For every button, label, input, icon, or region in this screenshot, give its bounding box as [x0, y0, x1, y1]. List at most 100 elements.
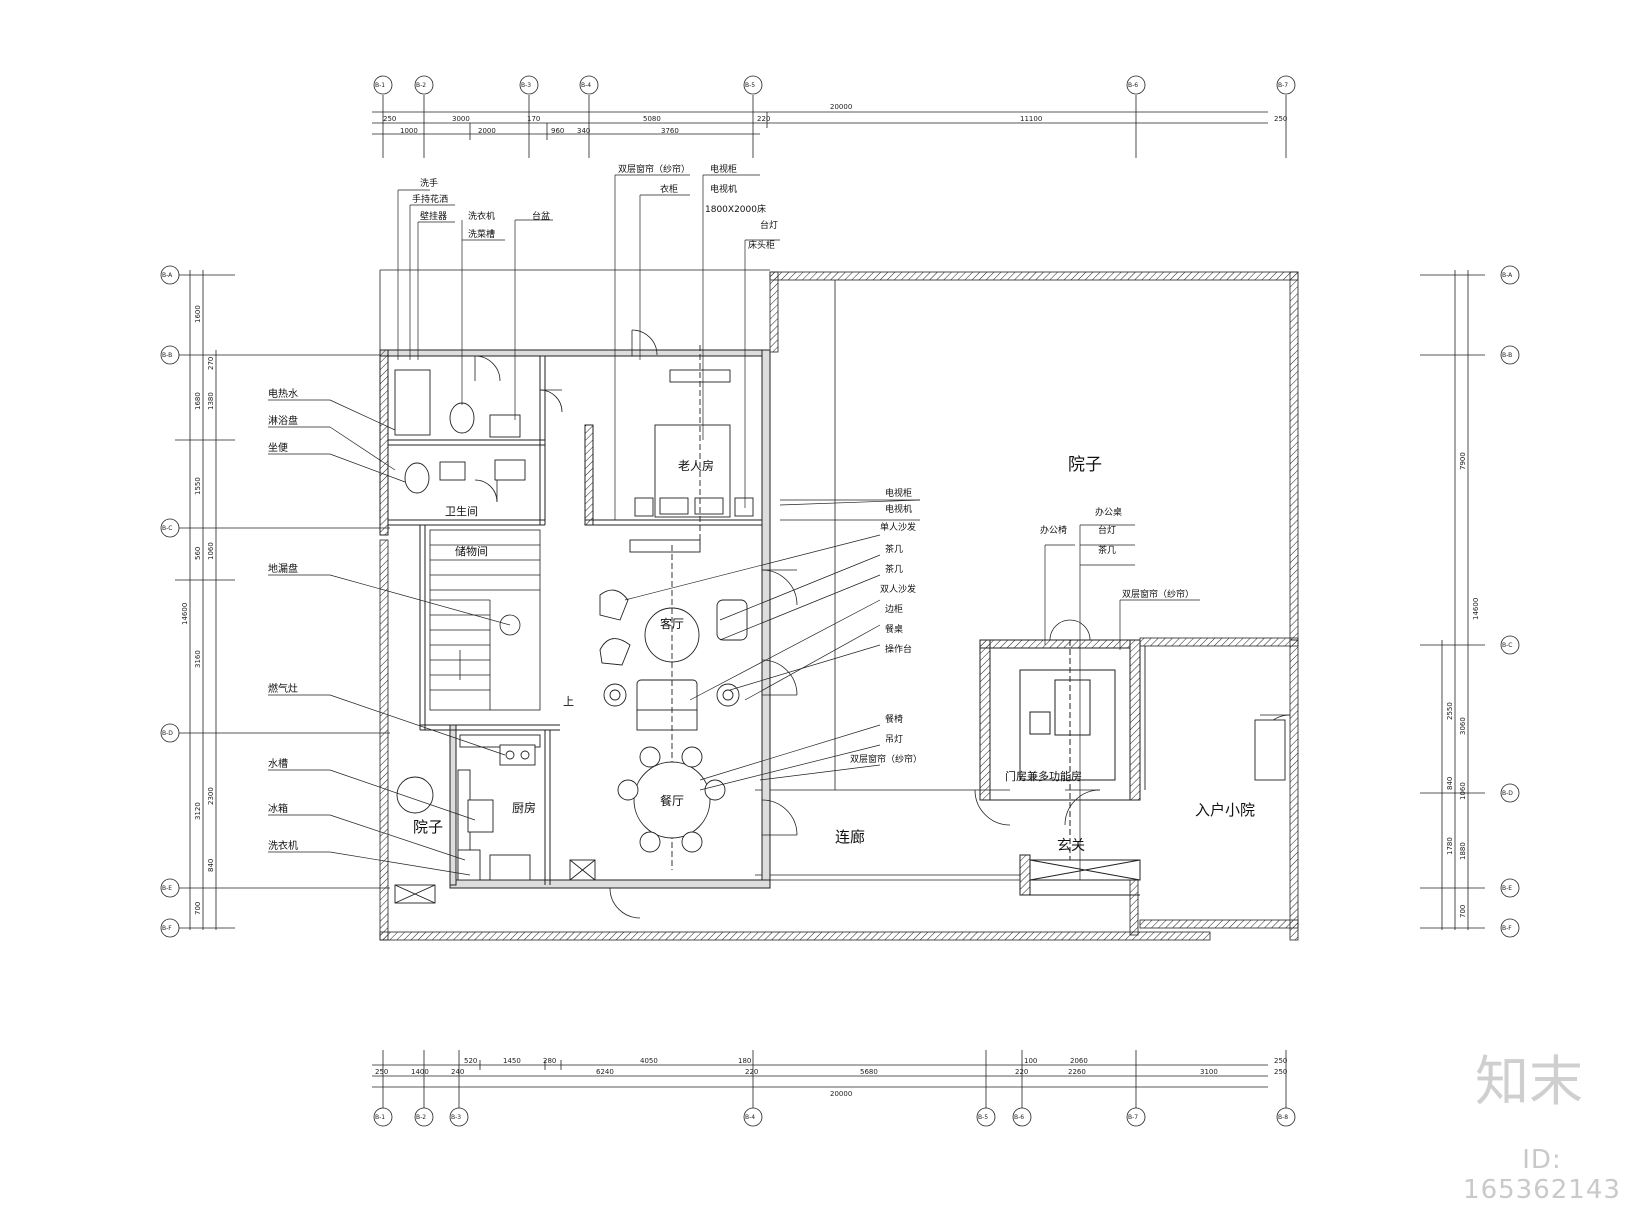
axis-bot-5: B-5: [978, 1114, 988, 1121]
dim-right-1: 7900: [1459, 452, 1467, 470]
axis-right-6: B-F: [1502, 925, 1512, 932]
callout-mid-2: 电视机: [885, 503, 912, 515]
dim-bot-r1-2: 1450: [503, 1057, 521, 1065]
axis-top-3: B-3: [521, 82, 531, 89]
axis-bot-8: B-8: [1278, 1114, 1288, 1121]
callout-mid-6: 双人沙发: [880, 583, 916, 595]
room-kitchen: 厨房: [512, 800, 536, 815]
callout-left-1: 电热水: [268, 387, 298, 400]
callout-left-8: 洗衣机: [268, 839, 298, 852]
dim-bot-r1-3: 280: [543, 1057, 556, 1065]
dim-top-5: 220: [757, 115, 770, 123]
callout-left-6: 水槽: [268, 757, 288, 770]
axis-bot-2: B-2: [416, 1114, 426, 1121]
dim-left-7: 700: [194, 902, 202, 915]
callout-multi-3: 台灯: [1098, 524, 1116, 536]
dim-left-in-1: 270: [207, 357, 215, 370]
dim-bot-r2-3: 240: [451, 1068, 464, 1076]
stair-up-label: 上: [563, 695, 574, 708]
corridor-lines: [1139, 646, 1286, 790]
dim-left-total: 14600: [181, 603, 189, 625]
axis-left: B-A B-B B-C B-D B-E B-F: [160, 265, 180, 938]
dim-top-4: 5080: [643, 115, 661, 123]
dim-left-in-3: 1060: [207, 542, 215, 560]
callout-multi-5: 双层窗帘（纱帘）: [1122, 588, 1194, 600]
dimension-bottom: [372, 1050, 1287, 1108]
dim-bot-r2-1: 250: [375, 1068, 388, 1076]
dim-top-r2-5: 3760: [661, 127, 679, 135]
callout-left-7: 冰箱: [268, 802, 288, 815]
callouts-multi: 办公桌 办公椅 台灯 茶几 双层窗帘（纱帘）: [1040, 506, 1194, 600]
site-boundary: [379, 269, 1020, 881]
floor-plan: 20000 250 3000 170 5080 220 11100 250 10…: [160, 75, 1520, 1127]
dim-left-6: 3120: [194, 802, 202, 820]
room-yard-small: 院子: [413, 818, 443, 836]
axis-left-4: B-D: [162, 730, 173, 737]
watermark-logo-text: 知末: [1475, 1050, 1583, 1113]
dim-bot-r2-6: 5680: [860, 1068, 878, 1076]
callout-top-3: 壁挂器: [420, 210, 447, 222]
bath-fixtures: [394, 369, 526, 494]
axis-left-2: B-B: [162, 352, 172, 359]
dim-top-3: 170: [527, 115, 540, 123]
callouts-top: 洗手 手持花洒 壁挂器 洗衣机 洗菜槽 台盆 双层窗帘（纱帘） 衣柜 电视柜 电…: [412, 163, 778, 251]
dim-bot-total: 20000: [830, 1090, 852, 1098]
callout-left-5: 燃气灶: [268, 682, 298, 695]
room-corridor: 连廊: [835, 828, 865, 846]
axis-bot-6: B-6: [1014, 1114, 1024, 1121]
callout-top-2: 手持花洒: [412, 193, 448, 205]
callout-top-10: 电视机: [710, 183, 737, 195]
dim-bot-r1-6: 100: [1024, 1057, 1037, 1065]
leader-lines: [268, 174, 1200, 880]
dim-top-r2-1: 1000: [400, 127, 418, 135]
dim-top-6: 11100: [1020, 115, 1042, 123]
axis-left-1: B-A: [162, 272, 173, 279]
dim-left-2: 1680: [194, 392, 202, 410]
callout-mid-9: 操作台: [885, 643, 912, 655]
dim-top-7: 250: [1274, 115, 1287, 123]
room-entry-yard: 入户小院: [1195, 801, 1255, 819]
dimension-right: [1420, 270, 1485, 930]
callout-top-12: 台灯: [760, 219, 778, 231]
callout-mid-12: 双层窗帘（纱帘）: [850, 753, 922, 765]
dim-bot-r1-7: 2060: [1070, 1057, 1088, 1065]
axis-right-3: B-C: [1502, 642, 1512, 649]
axis-right-1: B-A: [1502, 272, 1513, 279]
dim-right-in-2: 840: [1446, 777, 1454, 790]
callout-mid-11: 吊灯: [885, 734, 903, 745]
room-labels: 院子 院子 入户小院 连廊 玄关 老人房 厨房 餐厅 客厅 储物间 卫生间 门房…: [413, 455, 1255, 854]
callout-top-4: 洗衣机: [468, 210, 495, 222]
dimension-left: [175, 270, 390, 930]
callout-mid-8: 餐桌: [885, 623, 903, 635]
callout-multi-2: 办公椅: [1040, 524, 1067, 536]
callout-top-8: 衣柜: [660, 183, 678, 195]
dim-bot-r2-7: 220: [1015, 1068, 1028, 1076]
axis-bot-7: B-7: [1128, 1114, 1138, 1121]
room-foyer: 玄关: [1057, 837, 1085, 854]
dim-left-5: 3160: [194, 650, 202, 668]
callout-multi-4: 茶几: [1098, 544, 1116, 556]
room-multi: 门房兼多功能房: [1005, 769, 1082, 783]
room-dining: 餐厅: [660, 793, 684, 808]
dim-top-r2-2: 2000: [478, 127, 496, 135]
callout-left-4: 地漏盘: [268, 562, 298, 575]
axis-bot-4: B-4: [745, 1114, 755, 1121]
callouts-left: 电热水 淋浴盘 坐便 地漏盘 燃气灶 水槽 冰箱 洗衣机: [268, 387, 298, 852]
dim-top-r2-4: 340: [577, 127, 590, 135]
axis-left-6: B-F: [162, 925, 172, 932]
callout-top-13: 床头柜: [748, 239, 775, 251]
living-furniture: [599, 545, 748, 870]
house-walls: [379, 349, 771, 889]
dim-bot-r1-5: 180: [738, 1057, 751, 1065]
callout-top-11: 1800X2000床: [705, 203, 766, 215]
axis-right-2: B-B: [1502, 352, 1512, 359]
callout-mid-7: 边柜: [885, 603, 903, 615]
dim-top-total: 20000: [830, 103, 852, 111]
callout-top-9: 电视柜: [710, 163, 737, 175]
room-bath: 卫生间: [445, 504, 478, 518]
dim-left-1: 1600: [194, 305, 202, 323]
callout-top-5: 洗菜槽: [468, 228, 495, 240]
callout-mid-10: 餐椅: [885, 713, 903, 725]
callout-top-6: 台盆: [532, 210, 550, 222]
dimension-left-text: 1600 1680 1550 560 3160 3120 700 14600 2…: [181, 305, 215, 915]
